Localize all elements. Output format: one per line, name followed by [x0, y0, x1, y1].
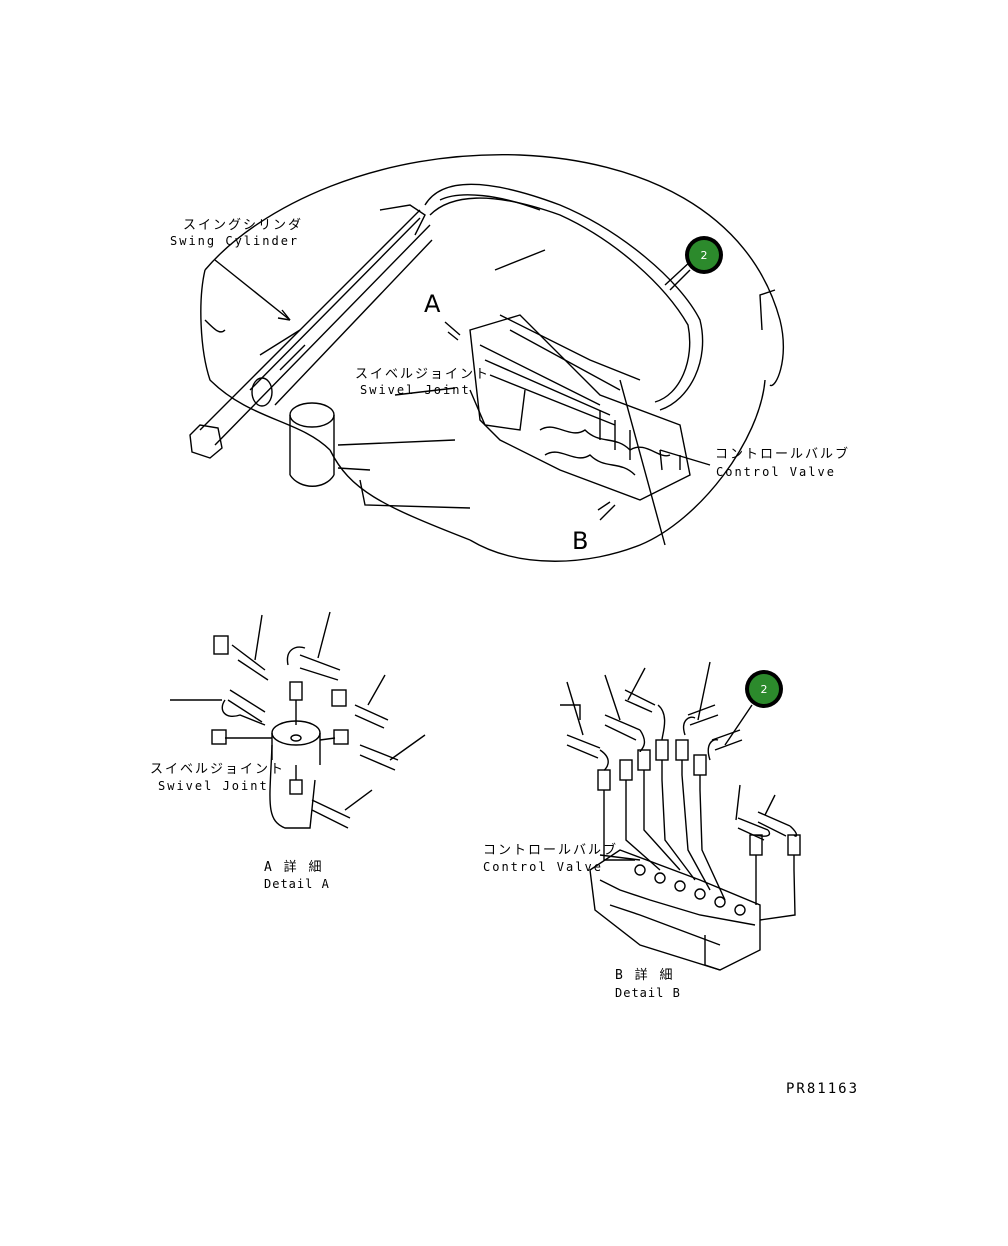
upper-structure-outline: [204, 154, 784, 387]
swing-cylinder-label-jp: スイングシリンダ: [183, 218, 304, 233]
detail-b-control-label-jp: コントロールバルブ: [483, 843, 619, 858]
callout-2-main: 2: [685, 236, 723, 274]
view-a-marker: A: [424, 290, 441, 318]
detail-b-title-en: Detail B: [615, 986, 681, 1000]
detail-a-swivel-label-en: Swivel Joint: [158, 779, 269, 793]
control-valve-label-jp: コントロールバルブ: [715, 447, 851, 462]
callout-number: 2: [689, 240, 719, 270]
detail-a-swivel-label-jp: スイベルジョイント: [150, 762, 286, 777]
detail-a-title-en: Detail A: [264, 877, 330, 891]
swing-cylinder-label-en: Swing Cylinder: [170, 234, 300, 248]
swivel-joint-label-en: Swivel Joint: [360, 383, 471, 397]
control-valve-stack: [589, 849, 761, 971]
view-b-marker: B: [572, 527, 589, 555]
detail-b-title-jp: B 詳 細: [615, 968, 675, 983]
swing-hose: [424, 183, 704, 411]
detail-b-control-label-en: Control Valve: [483, 860, 603, 874]
swing-cylinder: [199, 209, 431, 446]
callout-2-detail-b: 2: [745, 670, 783, 708]
swivel-joint-label-jp: スイベルジョイント: [355, 367, 491, 382]
callout-number: 2: [749, 674, 779, 704]
detail-b-drawing: [560, 661, 801, 971]
detail-a-drawing: [170, 611, 426, 829]
control-valve-block: [469, 314, 691, 501]
drawing-number: PR81163: [786, 1081, 860, 1097]
control-valve-label-en: Control Valve: [716, 465, 836, 479]
swivel-joint-shape: [289, 402, 335, 428]
detail-a-title-jp: A 詳 細: [264, 860, 324, 875]
